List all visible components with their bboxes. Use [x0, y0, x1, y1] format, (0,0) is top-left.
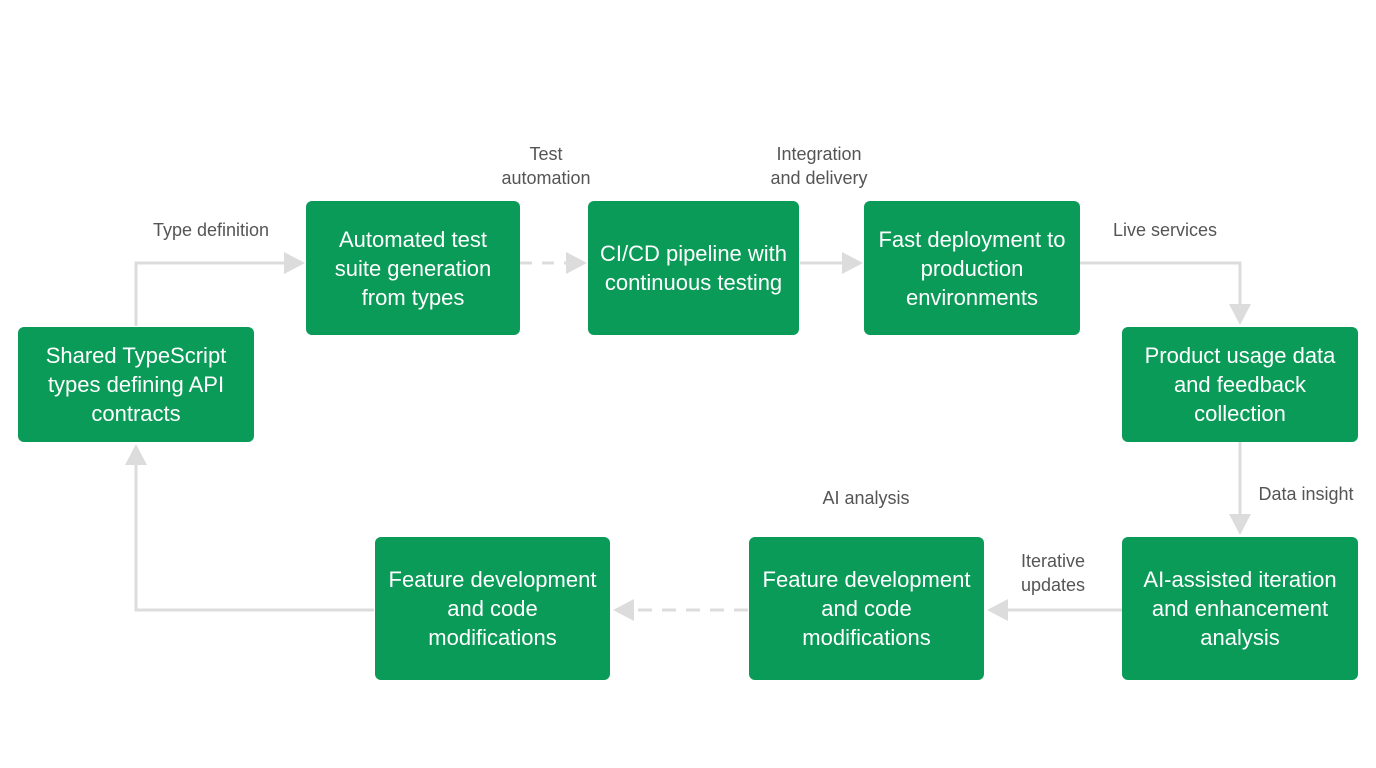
node-cicd: CI/CD pipeline with continuous testing — [588, 201, 799, 335]
edge-label-line: automation — [501, 168, 591, 188]
arrowhead-right — [842, 252, 863, 274]
node-feature-dev-1: Feature development and code modificatio… — [375, 537, 610, 680]
edge-label-data-insight: Data insight — [1258, 484, 1354, 504]
edge-label-live-services: Live services — [1112, 220, 1218, 240]
edge-label-line: and delivery — [770, 168, 868, 188]
arrowhead-left — [987, 599, 1008, 621]
arrowhead-down — [1229, 514, 1251, 535]
edge-label-line: updates — [1020, 575, 1086, 595]
edge-label-line: Test — [529, 144, 563, 164]
arrowhead-up — [125, 444, 147, 465]
edge-label-integration: Integration and delivery — [744, 142, 894, 190]
edge-types-to-tests — [134, 261, 290, 326]
node-usage-data: Product usage data and feedback collecti… — [1122, 327, 1358, 442]
arrowhead-down — [1229, 304, 1251, 325]
edge-label-iterative-updates: Iterative updates — [1008, 549, 1098, 597]
node-shared-types: Shared TypeScript types defining API con… — [18, 327, 254, 442]
edge-feature1-to-types — [134, 460, 374, 612]
edge-deploy-to-usage — [1080, 261, 1242, 310]
edge-label-type-definition: Type definition — [152, 220, 270, 240]
edge-label-line: Iterative — [1020, 551, 1086, 571]
edge-label-ai-analysis: AI analysis — [822, 488, 910, 508]
edge-label-line: Integration — [776, 144, 862, 164]
arrowhead-left — [613, 599, 634, 621]
edge-label-test-automation: Test automation — [476, 142, 616, 190]
node-test-suite: Automated test suite generation from typ… — [306, 201, 520, 335]
arrowhead-right — [284, 252, 305, 274]
arrowhead-right — [566, 252, 587, 274]
node-feature-dev-2: Feature development and code modificatio… — [749, 537, 984, 680]
node-deployment: Fast deployment to production environmen… — [864, 201, 1080, 335]
node-ai-iteration: AI-assisted iteration and enhancement an… — [1122, 537, 1358, 680]
